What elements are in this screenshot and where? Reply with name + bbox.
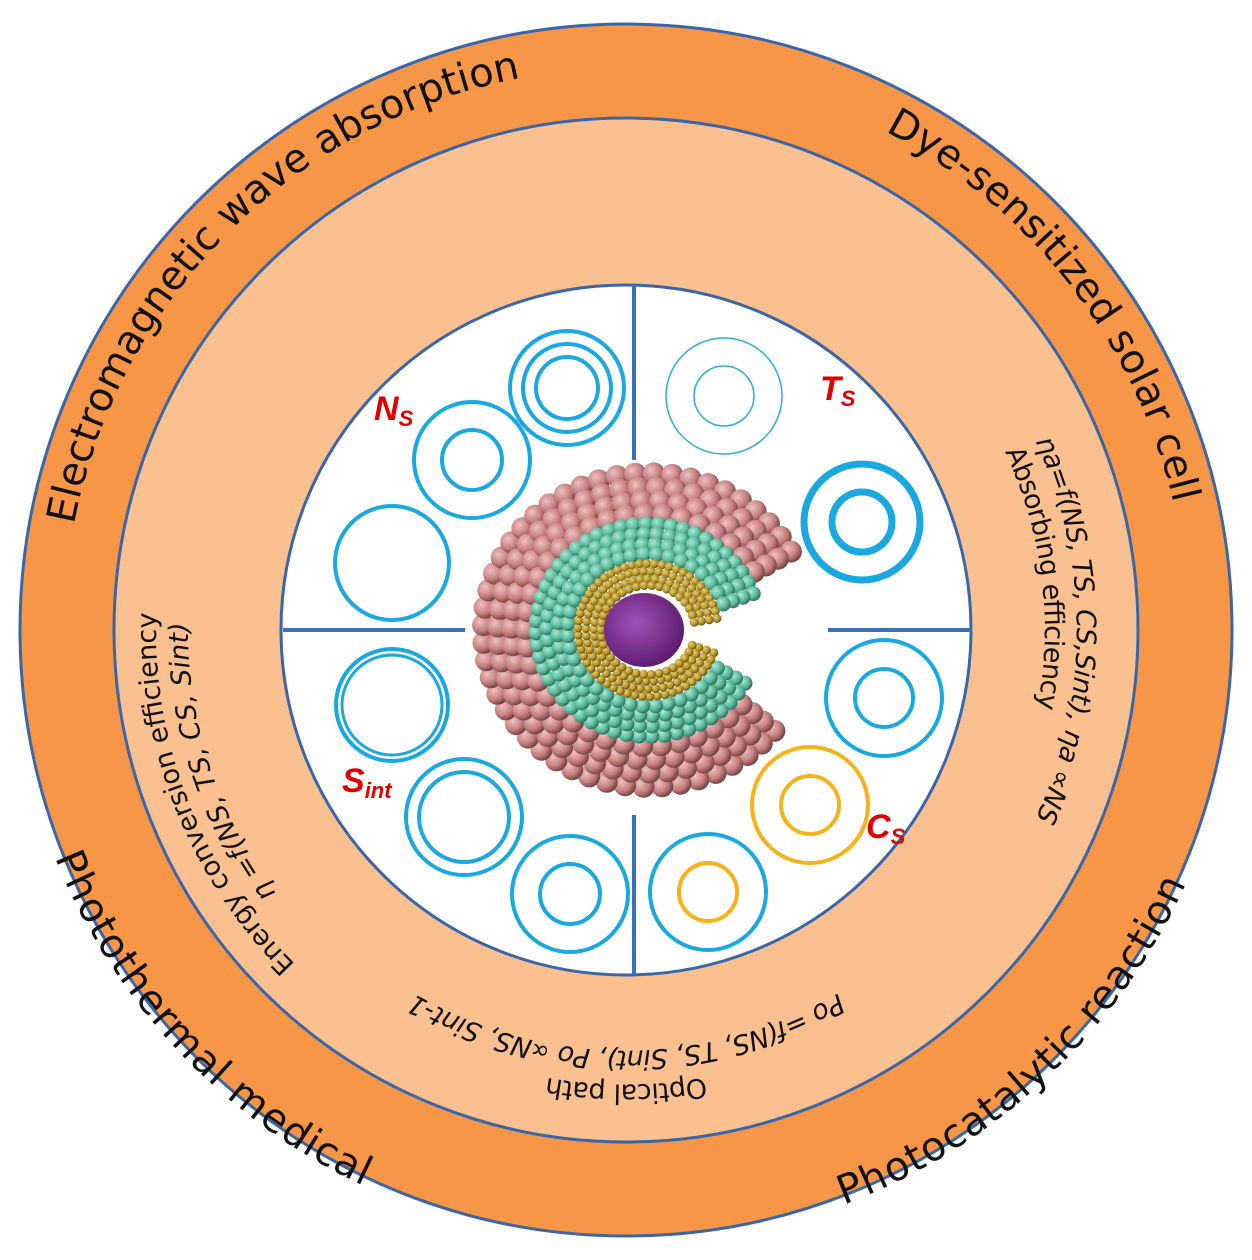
shell-ring-2	[677, 861, 739, 923]
shell-ring-2	[440, 428, 504, 492]
shell-ns-1	[333, 504, 451, 622]
multishell-nanoparticle	[472, 462, 802, 798]
shell-ring-1	[404, 757, 524, 877]
param-cs-label: CS	[866, 808, 906, 849]
shell-ns-2	[412, 400, 532, 520]
shell-ts-thin	[665, 337, 783, 455]
shell-ring-1	[648, 832, 768, 952]
particle-core	[604, 593, 684, 667]
shell-sint-narrow	[334, 647, 450, 763]
shell-ring-1	[412, 400, 532, 520]
particle-shell-teal	[528, 516, 761, 744]
shell-ring-2	[853, 667, 915, 729]
shell-ring-1	[334, 647, 450, 763]
param-ts-label: TS	[820, 370, 856, 411]
shell-ring-2	[693, 365, 755, 427]
shell-ns-3	[508, 329, 626, 447]
shell-cs-gold	[750, 745, 870, 865]
shell-ring-2	[538, 862, 602, 926]
shell-cs-mixed	[648, 832, 768, 952]
shell-ring-1	[510, 834, 630, 954]
shell-ring-1	[824, 638, 944, 758]
particle-shell-outer	[472, 462, 802, 798]
shell-cs-blue	[824, 638, 944, 758]
shell-ring-2	[417, 770, 511, 864]
shell-ring-1	[508, 329, 626, 447]
shell-sint-medium	[404, 757, 524, 877]
shell-ring-2	[828, 488, 896, 556]
shell-ring-2	[779, 774, 841, 836]
shell-sint-wide	[510, 834, 630, 954]
shell-ring-3	[534, 355, 600, 421]
param-sint-label: Sint	[342, 762, 393, 803]
shell-ring-1	[750, 745, 870, 865]
particle-shell-gold	[573, 559, 722, 701]
shell-ring-2	[340, 653, 444, 757]
shell-ts-thick	[800, 460, 924, 584]
shell-ring-1	[800, 460, 924, 584]
param-ns-label: NS	[374, 390, 414, 431]
shell-ring-1	[333, 504, 451, 622]
shell-ring-2	[521, 342, 613, 434]
shell-ring-1	[665, 337, 783, 455]
shell-schematics	[333, 329, 944, 954]
